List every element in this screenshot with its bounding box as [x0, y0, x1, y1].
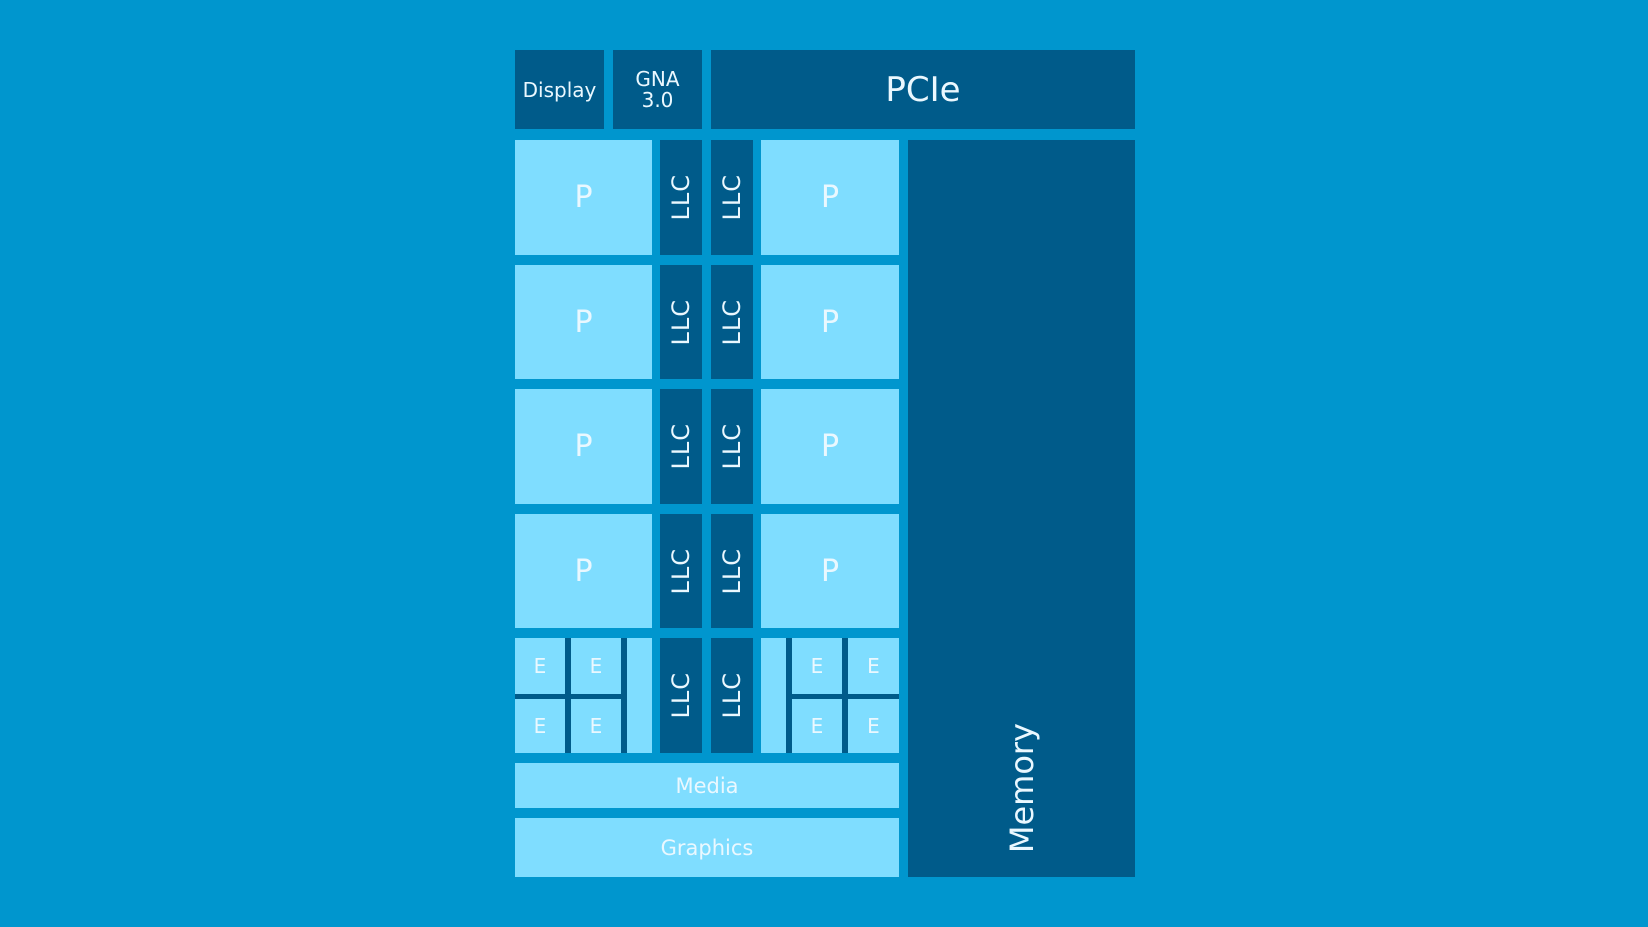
- graphics-block: Graphics: [515, 818, 899, 877]
- llc-slice: LLC: [660, 638, 702, 753]
- llc-slice: LLC: [711, 389, 753, 504]
- p-core: P: [515, 140, 652, 255]
- llc-slice: LLC: [711, 638, 753, 753]
- e-cluster-divider: [621, 638, 627, 753]
- memory-label: Memory: [1002, 722, 1041, 853]
- llc-label: LLC: [667, 547, 695, 595]
- llc-slice: LLC: [660, 140, 702, 255]
- e-cluster-divider: [792, 694, 899, 699]
- llc-label: LLC: [667, 174, 695, 221]
- p-core-label: P: [820, 429, 840, 464]
- e-core-label: E: [589, 714, 603, 738]
- llc-label: LLC: [667, 672, 695, 719]
- e-core-label: E: [533, 714, 547, 738]
- e-core: E: [515, 638, 565, 694]
- e-core: E: [848, 699, 899, 753]
- llc-slice: LLC: [660, 514, 702, 628]
- p-core: P: [515, 265, 652, 379]
- llc-slice: LLC: [711, 140, 753, 255]
- e-core: E: [515, 699, 565, 753]
- llc-label: LLC: [718, 423, 746, 470]
- media-label: Media: [675, 773, 739, 798]
- p-core: P: [761, 389, 899, 504]
- p-core-label: P: [574, 304, 593, 340]
- e-core-label: E: [810, 654, 824, 678]
- p-core-label: P: [820, 180, 840, 215]
- llc-slice: LLC: [711, 514, 753, 628]
- p-core-label: P: [820, 553, 840, 589]
- e-core: E: [571, 699, 621, 753]
- p-core: P: [761, 514, 899, 628]
- p-core: P: [515, 389, 652, 504]
- p-core: P: [761, 140, 899, 255]
- llc-label: LLC: [718, 547, 746, 595]
- e-core-label: E: [589, 654, 603, 678]
- gna-label: GNA: [635, 66, 680, 91]
- e-core-label: E: [867, 714, 880, 738]
- e-core: E: [792, 638, 842, 694]
- pcie-label: PCIe: [885, 69, 961, 110]
- display-label: Display: [522, 77, 597, 102]
- graphics-label: Graphics: [660, 835, 754, 860]
- llc-slice: LLC: [711, 265, 753, 379]
- e-core: E: [848, 638, 899, 694]
- llc-label: LLC: [718, 174, 746, 221]
- gna-block: GNA 3.0: [613, 50, 702, 129]
- e-core-label: E: [867, 654, 880, 678]
- p-core-label: P: [574, 429, 593, 464]
- gna-version: 3.0: [641, 87, 674, 112]
- llc-label: LLC: [667, 298, 695, 346]
- llc-label: LLC: [718, 672, 746, 719]
- llc-label: LLC: [718, 298, 746, 346]
- llc-slice: LLC: [660, 389, 702, 504]
- llc-label: LLC: [667, 423, 695, 470]
- p-core-label: P: [574, 553, 593, 589]
- p-core: P: [515, 514, 652, 628]
- p-core-label: P: [820, 304, 840, 340]
- e-core-label: E: [533, 654, 547, 678]
- e-core: E: [792, 699, 842, 753]
- e-core-label: E: [810, 714, 824, 738]
- memory-block: Memory: [908, 140, 1135, 877]
- pcie-block: PCIe: [711, 50, 1135, 129]
- e-cluster-divider: [786, 638, 792, 753]
- p-core-label: P: [574, 180, 593, 215]
- llc-slice: LLC: [660, 265, 702, 379]
- display-block: Display: [515, 50, 604, 129]
- e-cluster-divider: [515, 694, 621, 699]
- media-block: Media: [515, 763, 899, 808]
- p-core: P: [761, 265, 899, 379]
- e-core: E: [571, 638, 621, 694]
